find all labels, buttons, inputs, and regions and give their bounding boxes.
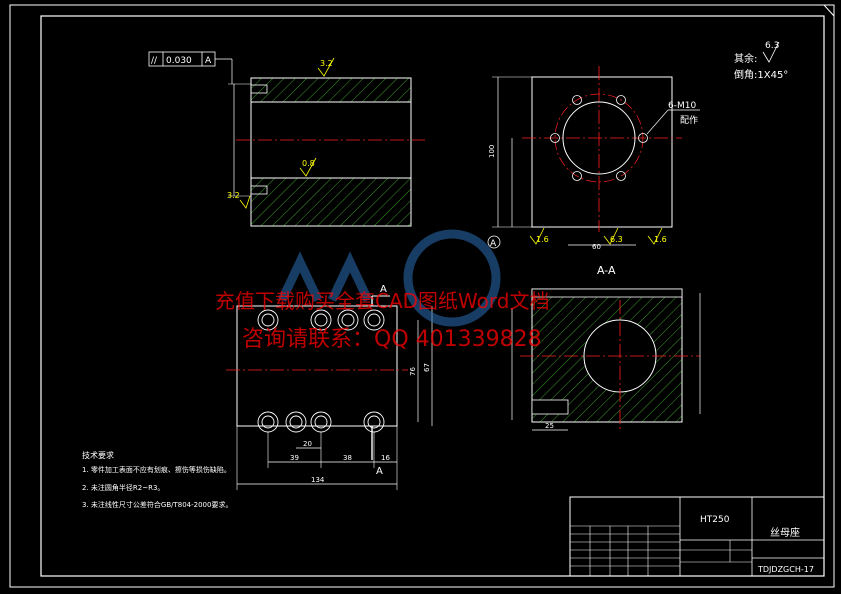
material-label: HT250	[700, 515, 730, 525]
roughness-value-2: 0.8	[302, 159, 315, 168]
roughness-mark-5	[603, 227, 619, 245]
cut-label-top: A	[380, 284, 387, 295]
tech-item: 1. 零件加工表面不应有划痕、擦伤等损伤缺陷。	[82, 465, 231, 474]
tech-item: 2. 未注圆角半径R2~R3。	[82, 483, 164, 492]
datum-label: A	[490, 239, 497, 249]
top-dim-134: 134	[311, 476, 325, 484]
roughness-mark-6	[647, 227, 663, 245]
top-dim-38: 38	[343, 454, 352, 462]
remainder-roughness-mark	[762, 41, 780, 63]
roughness-value-3: 3.2	[227, 191, 240, 200]
remainder-note-value: 6.3	[765, 41, 779, 51]
front-view-screw-hole-bottom	[250, 185, 268, 195]
tolerance-datum: A	[205, 56, 212, 66]
watermark-logo-figure	[277, 251, 323, 302]
watermark-text-line1: 充值下载购买全套CAD图纸Word文档	[215, 289, 550, 313]
roughness-mark-3	[239, 195, 251, 209]
remainder-note-label: 其余:	[734, 52, 757, 65]
watermark-text-line2: 咨询请联系：QQ 401339828	[242, 327, 542, 352]
bolt-hole	[550, 133, 560, 143]
hole-callout-leader	[646, 109, 669, 135]
section-dim-25: 25	[545, 422, 554, 430]
top-dim-67: 67	[423, 363, 431, 372]
counterbore-inner	[341, 313, 355, 327]
roughness-value-1: 3.2	[320, 59, 333, 68]
drawing-number: TDJDZGCH-17	[757, 565, 814, 574]
chamfer-note: 倒角:1X45°	[734, 69, 788, 81]
bolt-hole	[572, 171, 582, 181]
side-view-bore	[562, 101, 636, 175]
counterbore-outer	[363, 411, 385, 433]
side-view-outline	[531, 76, 673, 228]
counterbore-outer	[285, 411, 307, 433]
watermark-logo-figure	[327, 251, 373, 302]
watermark-logo-ring	[403, 229, 501, 327]
side-dim-100-label: 100	[488, 145, 496, 158]
bolt-hole	[572, 95, 582, 105]
counterbore-outer	[257, 309, 279, 331]
top-view-holes	[257, 309, 385, 433]
datum-marker	[487, 235, 501, 249]
tech-item: 3. 未注线性尺寸公差符合GB/T804-2000要求。	[82, 500, 232, 509]
front-view-lower-hatch	[250, 177, 412, 227]
title-block-outline	[569, 496, 825, 577]
front-view: // 0.030 A 3.2 0.8 3.2	[148, 51, 425, 227]
roughness-mark-2	[299, 157, 317, 177]
top-dim-20: 20	[303, 440, 312, 448]
counterbore-inner	[289, 415, 303, 429]
section-view: A-A 25	[511, 264, 701, 431]
side-dim-60-label: 60	[592, 243, 601, 251]
counterbore-inner	[261, 415, 275, 429]
bolt-hole	[638, 133, 648, 143]
side-view-bolt-circle	[554, 93, 644, 183]
tolerance-symbol: //	[151, 56, 158, 66]
counterbore-outer	[337, 309, 359, 331]
tech-requirements: 技术要求 1. 零件加工表面不应有划痕、擦伤等损伤缺陷。 2. 未注圆角半径R2…	[82, 450, 232, 509]
bolt-hole	[616, 95, 626, 105]
roughness-value-5: 6.3	[610, 235, 623, 244]
side-view: 6-M10 配作 100 A 60 1.6 6.3 1.6	[487, 66, 700, 251]
front-view-upper-hatch	[250, 77, 412, 103]
roughness-value-6: 1.6	[654, 235, 667, 244]
counterbore-inner	[367, 313, 381, 327]
counterbore-inner	[314, 415, 328, 429]
counterbore-inner	[367, 415, 381, 429]
tech-title: 技术要求	[82, 450, 114, 460]
counterbore-outer	[310, 411, 332, 433]
counterbore-outer	[257, 411, 279, 433]
part-name: 丝母座	[770, 526, 800, 539]
front-view-outline	[250, 77, 412, 227]
section-lower-slot	[531, 399, 569, 415]
cut-label-bottom: A	[376, 466, 383, 477]
counterbore-outer	[363, 309, 385, 331]
hole-callout-spec: 6-M10	[668, 101, 696, 111]
title-block: HT250 丝母座 TDJDZGCH-17	[569, 496, 825, 577]
tolerance-value: 0.030	[166, 56, 192, 66]
frame-tick	[823, 4, 835, 17]
section-label: A-A	[597, 264, 616, 277]
roughness-value-4: 1.6	[536, 235, 549, 244]
top-dim-76: 76	[409, 367, 417, 376]
front-view-screw-hole-top	[250, 84, 268, 94]
counterbore-outer	[310, 309, 332, 331]
top-view: A A 39 38 16 20 134 76 67	[226, 284, 433, 490]
section-upper-slot	[531, 288, 683, 298]
counterbore-inner	[314, 313, 328, 327]
roughness-mark-4	[529, 227, 545, 245]
bolt-hole	[616, 171, 626, 181]
watermark-logo	[277, 229, 501, 327]
top-dim-16: 16	[381, 454, 390, 462]
inner-frame	[40, 15, 825, 577]
counterbore-inner	[261, 313, 275, 327]
top-dim-39: 39	[290, 454, 299, 462]
hole-callout-note: 配作	[680, 114, 698, 126]
outer-border	[9, 4, 835, 588]
roughness-mark-1	[317, 57, 335, 77]
